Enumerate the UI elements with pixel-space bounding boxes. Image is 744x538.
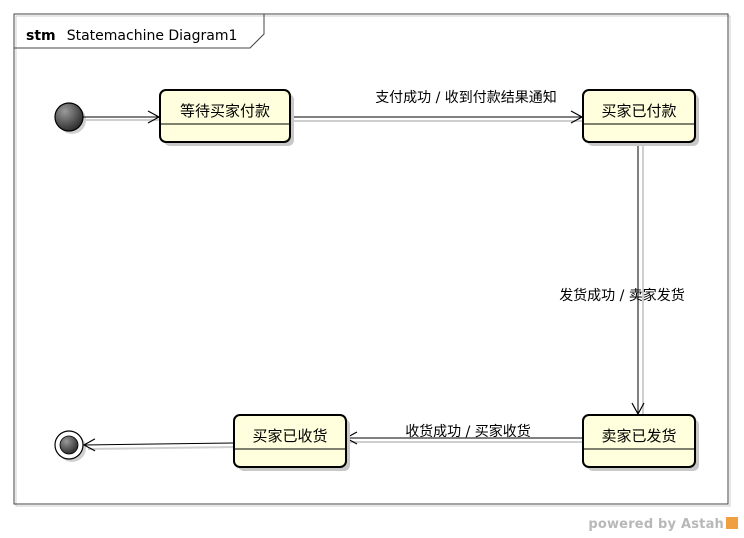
transition-receive-label: 收货成功 / 买家收货 bbox=[405, 423, 531, 440]
state-buyer-paid-label: 买家已付款 bbox=[601, 102, 676, 120]
frame-name: Statemachine Diagram1 bbox=[67, 28, 238, 44]
state-waiting-payment[interactable]: 等待买家付款 bbox=[159, 89, 294, 146]
transition-pay-label: 支付成功 / 收到付款结果通知 bbox=[375, 89, 557, 106]
state-seller-shipped[interactable]: 卖家已发货 bbox=[582, 414, 699, 471]
state-buyer-received[interactable]: 买家已收货 bbox=[233, 414, 350, 471]
diagram-frame: stm Statemachine Diagram1 bbox=[13, 13, 731, 507]
state-buyer-paid[interactable]: 买家已付款 bbox=[582, 89, 699, 146]
transition-receive[interactable]: 收货成功 / 买家收货 bbox=[344, 423, 582, 445]
initial-state[interactable] bbox=[54, 102, 86, 134]
frame-keyword: stm bbox=[26, 28, 56, 44]
transition-final[interactable] bbox=[82, 438, 237, 452]
state-waiting-payment-label: 等待买家付款 bbox=[180, 102, 270, 120]
transition-ship[interactable]: 发货成功 / 卖家发货 bbox=[559, 143, 685, 417]
watermark-text: powered by Astah bbox=[588, 517, 724, 532]
transition-pay[interactable]: 支付成功 / 收到付款结果通知 bbox=[290, 89, 585, 124]
final-state[interactable] bbox=[54, 430, 86, 462]
state-seller-shipped-label: 卖家已发货 bbox=[601, 427, 676, 445]
transition-initial[interactable] bbox=[83, 110, 161, 124]
state-buyer-received-label: 买家已收货 bbox=[252, 427, 327, 445]
astah-watermark: powered by Astah bbox=[588, 517, 738, 532]
transition-ship-label: 发货成功 / 卖家发货 bbox=[559, 287, 685, 304]
frame-title: stm Statemachine Diagram1 bbox=[26, 25, 237, 44]
astah-logo-icon bbox=[726, 517, 738, 529]
